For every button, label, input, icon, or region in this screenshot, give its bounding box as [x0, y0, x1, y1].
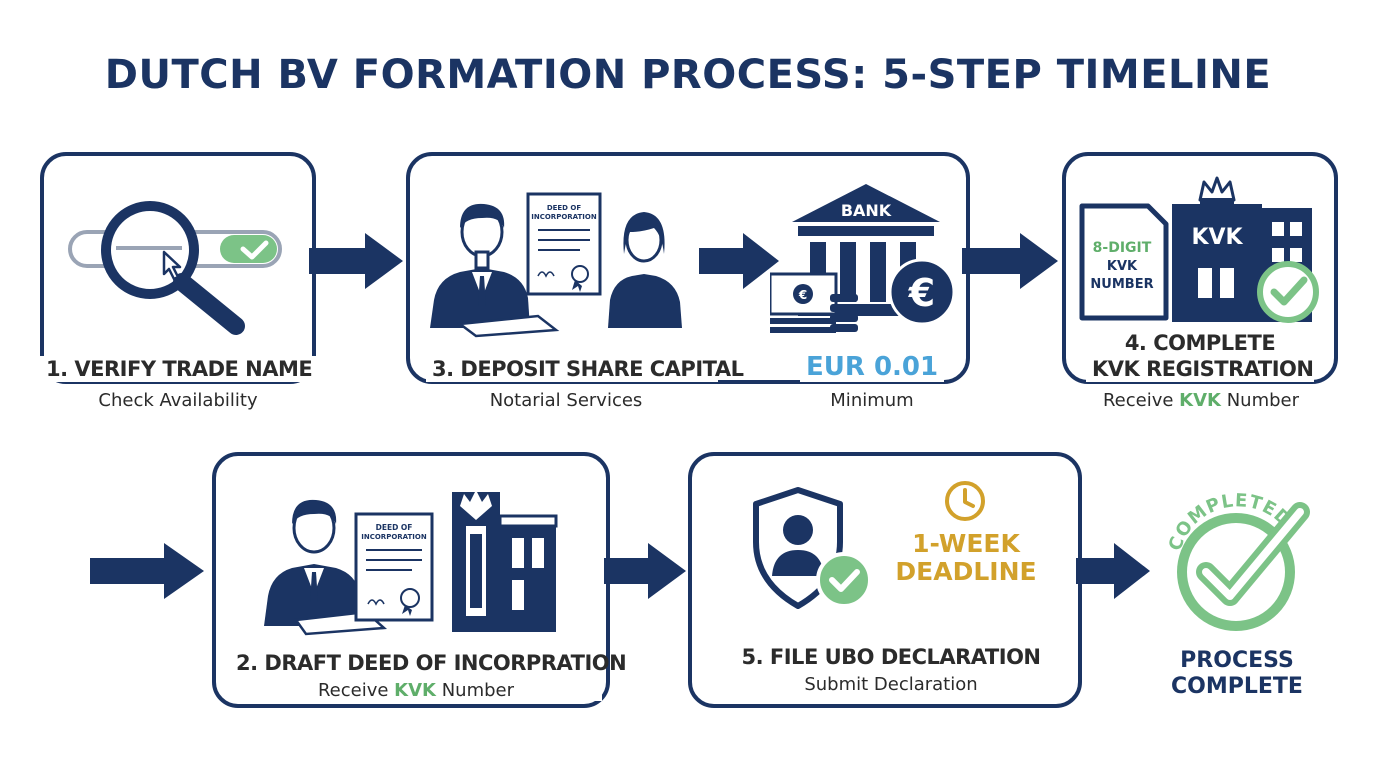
minimum-amount: EUR 0.01: [800, 352, 945, 382]
bank-icon: [792, 184, 940, 222]
step-3-subtitle: Notarial Services: [426, 390, 706, 411]
crown-icon: [1198, 176, 1236, 204]
kvk-building-icon: [452, 490, 558, 632]
svg-text:€: €: [908, 271, 935, 315]
step-4-label-line1: 4. COMPLETE: [1094, 330, 1306, 356]
step-5-subtitle: Submit Declaration: [720, 674, 1062, 695]
check-icon: [1257, 261, 1319, 323]
magnifier-illustration: [68, 201, 282, 335]
arrow-right-icon: [90, 543, 204, 599]
svg-text:DEED OF: DEED OF: [376, 523, 413, 532]
draft-deed-illustration: DEED OF INCORPORATION: [264, 490, 558, 636]
svg-text:€: €: [798, 288, 807, 302]
cursor-icon: [162, 250, 182, 281]
kvk-illustration: KVK 8-DIGIT KVK NUMBER: [1079, 176, 1319, 323]
bank-illustration: BANK € €: [770, 184, 956, 333]
check-icon: [816, 552, 872, 608]
arrow-right-icon: [1076, 543, 1150, 599]
minimum-label: Minimum: [806, 390, 938, 411]
step-5-label: 5. FILE UBO DECLARATION: [720, 644, 1062, 670]
svg-text:DEED OF: DEED OF: [547, 204, 582, 212]
arrow-right-icon: [699, 233, 779, 289]
arrow-right-icon: [309, 233, 403, 289]
notary-illustration: DEED OF INCORPORATION: [430, 192, 682, 338]
check-icon: [240, 240, 269, 260]
svg-text:INCORPORATION: INCORPORATION: [361, 533, 427, 541]
step-2-label: 2. DRAFT DEED OF INCORPRATION: [230, 650, 627, 676]
svg-text:INCORPORATION: INCORPORATION: [531, 213, 597, 221]
step-1-subtitle: Check Availability: [40, 390, 316, 411]
completed-check-icon: COMPLETED: [1165, 490, 1310, 631]
page-title: DUTCH BV FORMATION PROCESS: 5-STEP TIMEL…: [104, 52, 1272, 98]
step-4-subtitle: Receive KVK Number: [1070, 390, 1332, 411]
deadline-text: 1-WEEK DEADLINE: [895, 529, 1037, 586]
step-1-label: 1. VERIFY TRADE NAME: [40, 356, 316, 382]
coins-icon: [830, 294, 858, 332]
euro-icon: [888, 258, 956, 326]
svg-text:KVK: KVK: [1107, 259, 1138, 274]
arrow-right-icon: [962, 233, 1058, 289]
arrow-right-icon: [604, 543, 686, 599]
svg-text:8-DIGIT: 8-DIGIT: [1093, 240, 1152, 256]
svg-text:KVK: KVK: [1191, 225, 1243, 250]
shield-illustration: [753, 487, 872, 609]
step-4-label-line2: KVK REGISTRATION: [1086, 356, 1314, 382]
svg-text:NUMBER: NUMBER: [1090, 277, 1153, 292]
clock-icon: [945, 481, 985, 521]
crown-icon: [460, 490, 492, 520]
step-2-subtitle: Receive KVK Number: [230, 680, 602, 701]
process-complete-text: PROCESS COMPLETE: [1171, 648, 1303, 699]
svg-text:BANK: BANK: [841, 201, 892, 220]
step-3-label: 3. DEPOSIT SHARE CAPITAL: [426, 356, 744, 382]
document-icon: [354, 512, 434, 622]
document-icon: 8-DIGIT KVK NUMBER: [1079, 203, 1169, 321]
